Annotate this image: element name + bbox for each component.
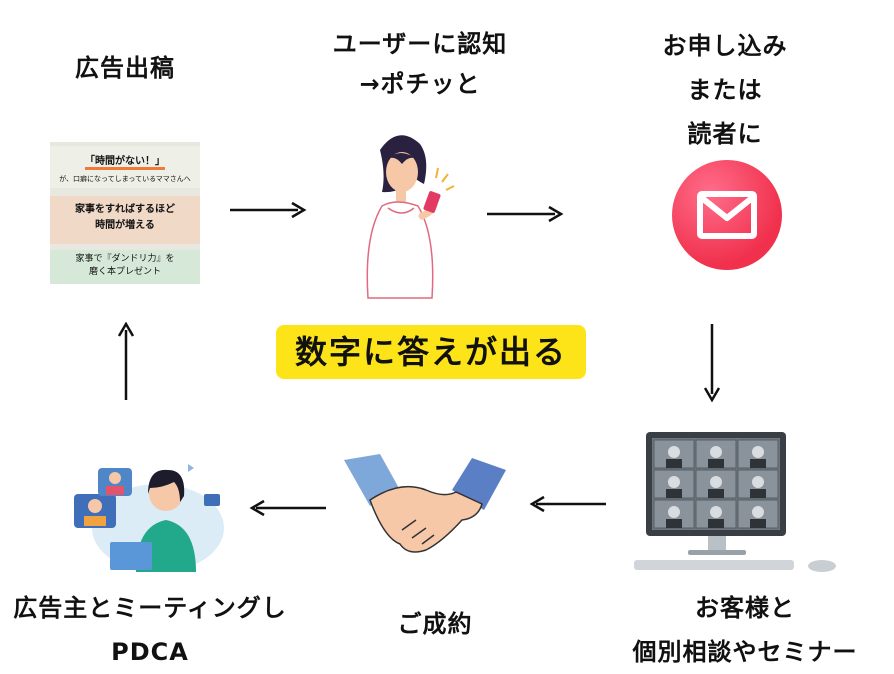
step-meeting-label: 広告主とミーティングし PDCA [13, 594, 287, 666]
arrow-contract-to-meeting [249, 499, 326, 517]
arrow-ad-to-user [230, 201, 307, 219]
step-contract-label: ご成約 [397, 610, 473, 638]
ad-banner-image: 「時間がない！」 が、口癖になってしまっているママさんへ 家事をすればするほど … [50, 142, 200, 284]
center-highlight-label: 数字に答えが出る [276, 325, 586, 379]
arrow-user-to-apply [487, 205, 564, 223]
step-apply-label: お申し込み または 読者に [662, 32, 788, 148]
ad-headline: 「時間がない！」 [85, 152, 165, 170]
arrow-consult-to-contract [529, 495, 606, 513]
mail-icon [672, 160, 782, 270]
step-consult-label: お客様と 個別相談やセミナー [632, 594, 858, 666]
ad-banner-middle: 家事をすればするほど 時間が増える [50, 196, 200, 244]
arrow-apply-to-consult [703, 324, 721, 402]
ad-subline: が、口癖になってしまっているママさんへ [59, 175, 191, 183]
ad-banner-bottom: 家事で『ダンドリ力』を 磨く本プレゼント [50, 250, 200, 284]
woman-with-phone-icon [366, 135, 455, 299]
envelope-icon [697, 191, 757, 239]
arrow-meeting-to-ad [117, 322, 135, 400]
step-user-label: ユーザーに認知 →ポチッと [332, 30, 508, 98]
ad-banner-top: 「時間がない！」 が、口癖になってしまっているママさんへ [50, 146, 200, 188]
step-ad-label: 広告出稿 [75, 54, 175, 82]
video-conference-icon [634, 432, 836, 572]
online-meeting-icon [74, 464, 224, 572]
handshake-icon [344, 454, 506, 553]
